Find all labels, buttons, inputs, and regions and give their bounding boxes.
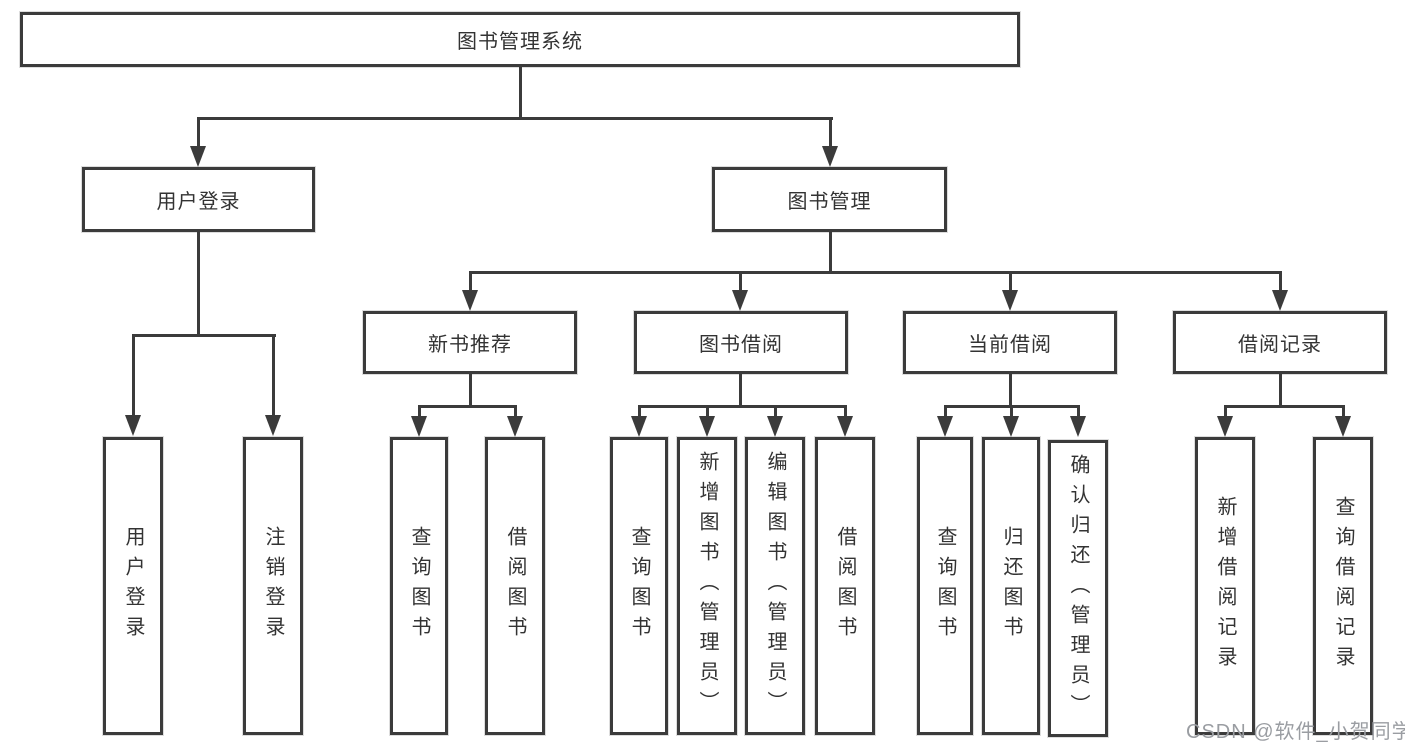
node-loan-records: 借阅记录	[1173, 311, 1387, 374]
connector-line	[132, 334, 276, 337]
connector-line	[514, 405, 517, 419]
connector-line	[944, 405, 947, 419]
node-label: 借阅图书	[504, 526, 526, 646]
node-new-book-recommend: 新书推荐	[363, 311, 577, 374]
node-label: 借阅图书	[834, 526, 856, 646]
node-borrowing-edit-books-admin: 编辑图书（管理员）	[745, 437, 805, 735]
arrow-down-icon	[1070, 416, 1086, 437]
node-newbooks-borrow-books: 借阅图书	[485, 437, 545, 735]
connector-line	[1342, 405, 1345, 419]
connector-line	[1224, 405, 1227, 419]
connector-line	[1077, 405, 1080, 419]
node-borrowing-borrow-books: 借阅图书	[815, 437, 875, 735]
node-book-management: 图书管理	[712, 167, 947, 232]
node-current-confirm-return-admin: 确认归还（管理员）	[1048, 440, 1108, 737]
arrow-down-icon	[1272, 290, 1288, 311]
node-library-management-system: 图书管理系统	[20, 12, 1020, 67]
arrow-down-icon	[1002, 290, 1018, 311]
connector-line	[774, 405, 777, 419]
node-label: 新书推荐	[428, 334, 512, 356]
arrow-down-icon	[631, 416, 647, 437]
connector-line	[469, 374, 472, 408]
connector-line	[272, 334, 275, 417]
node-label: 图书管理系统	[457, 31, 583, 53]
node-label: 查询图书	[934, 526, 956, 646]
node-label: 用户登录	[156, 191, 241, 213]
node-records-query-loan-record: 查询借阅记录	[1313, 437, 1373, 735]
connector-line	[197, 117, 200, 150]
node-label: 确认归还（管理员）	[1067, 453, 1089, 724]
arrow-down-icon	[732, 290, 748, 311]
node-current-return-books: 归还图书	[982, 437, 1040, 735]
node-label: 查询图书	[408, 526, 430, 646]
connector-line	[638, 405, 847, 408]
watermark: CSDN @软件_小贺同学	[1186, 721, 1405, 743]
arrow-down-icon	[1217, 416, 1233, 437]
node-label: 归还图书	[1000, 526, 1022, 646]
arrow-down-icon	[507, 416, 523, 437]
connector-line	[418, 405, 517, 408]
connector-line	[197, 117, 833, 120]
node-label: 图书借阅	[699, 334, 783, 356]
connector-line	[197, 232, 200, 337]
node-label: 借阅记录	[1238, 334, 1322, 356]
node-label: 查询借阅记录	[1332, 496, 1354, 676]
connector-line	[638, 405, 641, 419]
node-user-login: 用户登录	[82, 167, 315, 232]
node-records-add-loan-record: 新增借阅记录	[1195, 437, 1255, 735]
arrow-down-icon	[822, 146, 838, 167]
node-label: 图书管理	[787, 191, 872, 213]
connector-line	[1224, 405, 1345, 408]
arrow-down-icon	[411, 416, 427, 437]
connector-line	[829, 117, 832, 150]
connector-line	[132, 334, 135, 417]
connector-line	[469, 271, 1282, 274]
node-label: 注销登录	[262, 526, 284, 646]
connector-line	[1279, 374, 1282, 408]
node-label: 新增图书（管理员）	[696, 451, 718, 721]
node-newbooks-query-books: 查询图书	[390, 437, 448, 735]
connector-line	[1009, 271, 1012, 293]
connector-line	[844, 405, 847, 419]
node-book-borrowing: 图书借阅	[634, 311, 848, 374]
node-user-login-leaf: 用户登录	[103, 437, 163, 735]
connector-line	[829, 232, 832, 274]
connector-line	[1279, 271, 1282, 293]
connector-line	[739, 271, 742, 293]
connector-line	[706, 405, 709, 419]
arrow-down-icon	[462, 290, 478, 311]
arrow-down-icon	[125, 415, 141, 436]
connector-line	[739, 374, 742, 408]
connector-line	[1010, 405, 1013, 419]
arrow-down-icon	[1335, 416, 1351, 437]
connector-line	[1009, 374, 1012, 408]
node-borrowing-add-books-admin: 新增图书（管理员）	[677, 437, 737, 735]
node-label: 新增借阅记录	[1214, 496, 1236, 676]
arrow-down-icon	[837, 416, 853, 437]
node-label: 当前借阅	[968, 334, 1052, 356]
node-label: 用户登录	[122, 526, 144, 646]
node-borrowing-query-books: 查询图书	[610, 437, 668, 735]
arrow-down-icon	[190, 146, 206, 167]
connector-line	[469, 271, 472, 293]
arrow-down-icon	[1003, 416, 1019, 437]
connector-line	[418, 405, 421, 419]
connector-line	[519, 67, 522, 118]
arrow-down-icon	[937, 416, 953, 437]
node-logout: 注销登录	[243, 437, 303, 735]
arrow-down-icon	[265, 415, 281, 436]
node-label: 编辑图书（管理员）	[764, 451, 786, 721]
arrow-down-icon	[767, 416, 783, 437]
node-current-loans: 当前借阅	[903, 311, 1117, 374]
node-label: 查询图书	[628, 526, 650, 646]
arrow-down-icon	[699, 416, 715, 437]
node-current-query-books: 查询图书	[917, 437, 973, 735]
